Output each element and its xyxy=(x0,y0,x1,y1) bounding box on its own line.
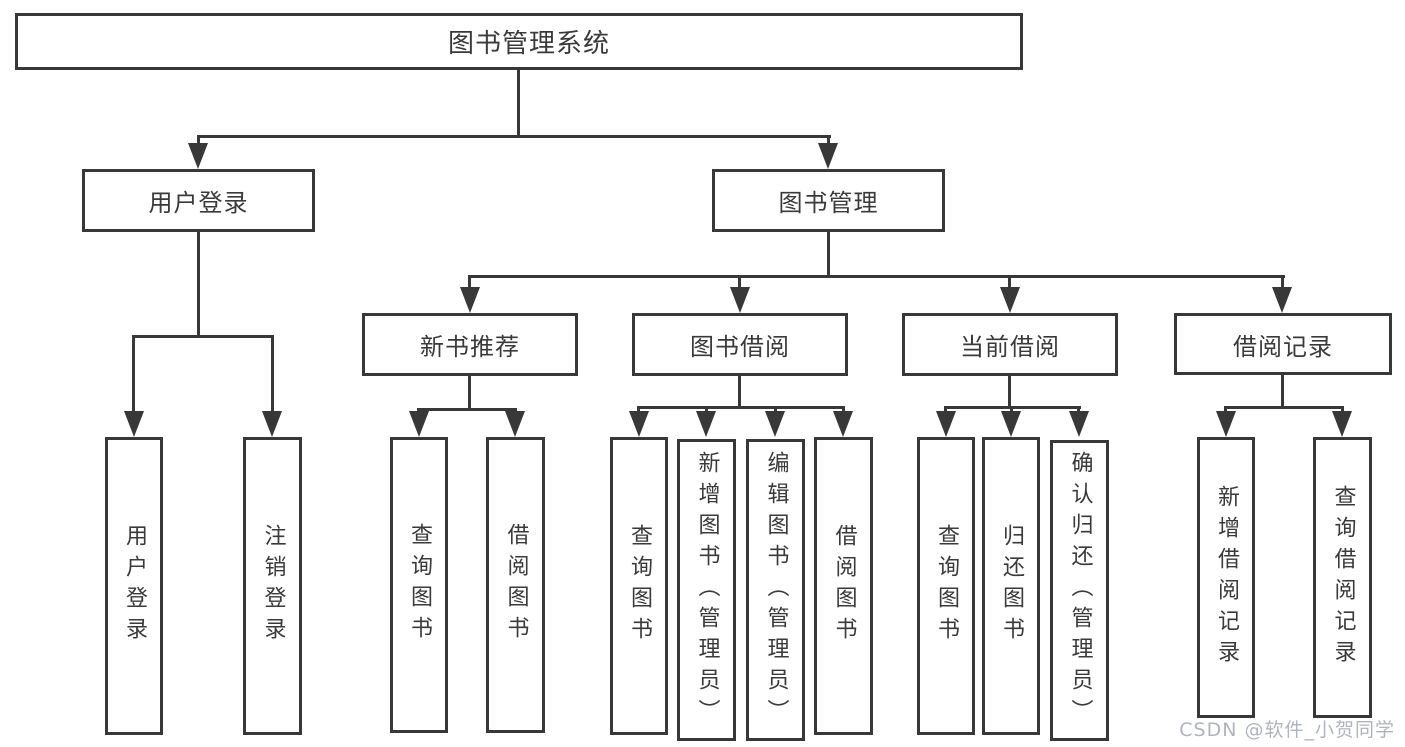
arrow-down-icon xyxy=(262,411,282,437)
leaf-add-books-admin-label: 新增图书（管理员） xyxy=(694,450,720,730)
connector-drop-line xyxy=(637,406,640,414)
csdn-watermark: CSDN @软件_小贺同学 xyxy=(1179,719,1395,741)
arrow-down-icon xyxy=(1001,411,1021,437)
arrow-down-icon xyxy=(936,411,956,437)
connector-borrow-records-stem xyxy=(1281,375,1284,406)
arrow-down-icon xyxy=(188,143,208,169)
leaf-return-books-label: 归还图书 xyxy=(999,524,1024,648)
connector-drop-line xyxy=(271,335,274,413)
arrow-down-icon xyxy=(124,411,144,437)
leaf-query-books-3-label: 查询图书 xyxy=(934,524,959,648)
arrow-down-icon xyxy=(730,287,750,313)
connector-drop-line xyxy=(468,275,471,289)
leaf-query-books-1: 查询图书 xyxy=(390,437,448,733)
leaf-logout-label: 注销登录 xyxy=(260,524,286,648)
leaf-edit-books-admin: 编辑图书（管理员） xyxy=(746,439,805,741)
leaf-add-books-admin: 新增图书（管理员） xyxy=(677,439,736,741)
connector-drop-line xyxy=(1224,406,1227,414)
connector-drop-line xyxy=(738,275,741,289)
arrow-down-icon xyxy=(629,411,649,437)
node-borrow-records-label: 借阅记录 xyxy=(1233,332,1333,361)
leaf-borrow-books-2-label: 借阅图书 xyxy=(831,524,857,648)
node-book-borrow: 图书借阅 xyxy=(632,313,848,376)
leaf-add-borrow-record-label: 新增借阅记录 xyxy=(1214,484,1239,671)
connector-drop-line xyxy=(1010,406,1013,414)
leaf-add-borrow-record: 新增借阅记录 xyxy=(1197,437,1255,718)
connector-drop-line xyxy=(1008,275,1011,289)
leaf-borrow-books-1: 借阅图书 xyxy=(486,437,545,733)
arrow-down-icon xyxy=(505,411,525,437)
arrow-down-icon xyxy=(1000,287,1020,313)
connector-drop-line xyxy=(774,406,777,414)
connector-drop-line xyxy=(1077,406,1080,414)
arrow-down-icon xyxy=(409,411,429,437)
connector-root-split xyxy=(197,135,831,138)
node-user-login: 用户登录 xyxy=(82,169,315,232)
connector-root-stem xyxy=(517,69,520,138)
connector-user-login-stem xyxy=(197,232,200,338)
arrow-down-icon xyxy=(1069,411,1089,437)
connector-book-mgmt-stem xyxy=(827,232,830,278)
arrow-down-icon xyxy=(1216,411,1236,437)
node-user-login-label: 用户登录 xyxy=(148,189,249,217)
node-book-borrow-label: 图书借阅 xyxy=(690,333,790,361)
connector-drop-line xyxy=(705,406,708,414)
node-book-management-label: 图书管理 xyxy=(778,189,879,217)
arrow-down-icon xyxy=(460,287,480,313)
leaf-query-books-2-label: 查询图书 xyxy=(627,524,652,648)
arrow-down-icon xyxy=(833,411,853,437)
connector-new-books-stem xyxy=(468,376,471,408)
leaf-user-login-label: 用户登录 xyxy=(122,524,147,648)
node-book-management: 图书管理 xyxy=(712,169,945,232)
connector-drop-line xyxy=(132,335,135,413)
leaf-query-books-1-label: 查询图书 xyxy=(407,523,432,647)
arrow-down-icon xyxy=(696,411,716,437)
leaf-borrow-books-1-label: 借阅图书 xyxy=(503,523,529,647)
connector-drop-line xyxy=(944,406,947,414)
node-root-label: 图书管理系统 xyxy=(447,29,610,59)
node-new-book-recommend-label: 新书推荐 xyxy=(420,333,520,361)
leaf-confirm-return-admin: 确认归还（管理员） xyxy=(1050,440,1109,741)
connector-drop-line xyxy=(842,406,845,414)
node-root: 图书管理系统 xyxy=(15,13,1023,70)
leaf-query-borrow-record: 查询借阅记录 xyxy=(1313,437,1372,718)
arrow-down-icon xyxy=(1332,411,1352,437)
connector-borrow-records-split xyxy=(1224,406,1344,409)
leaf-query-borrow-record-label: 查询借阅记录 xyxy=(1330,484,1356,671)
node-current-borrow: 当前借阅 xyxy=(902,313,1118,376)
leaf-confirm-return-admin-label: 确认归还（管理员） xyxy=(1067,451,1093,730)
leaf-return-books: 归还图书 xyxy=(982,437,1040,735)
leaf-user-login: 用户登录 xyxy=(105,437,163,735)
connector-user-login-split xyxy=(132,335,274,338)
leaf-borrow-books-2: 借阅图书 xyxy=(814,437,873,735)
connector-current-borrow-stem xyxy=(1008,376,1011,406)
arrow-down-icon xyxy=(765,411,785,437)
node-current-borrow-label: 当前借阅 xyxy=(960,333,1060,361)
connector-book-borrow-split xyxy=(637,406,845,409)
leaf-query-books-2: 查询图书 xyxy=(610,437,668,735)
connector-drop-line xyxy=(1341,406,1344,414)
connector-drop-line xyxy=(1281,275,1284,289)
connector-book-mgmt-split xyxy=(468,275,1285,278)
connector-drop-line xyxy=(197,135,200,145)
connector-book-borrow-stem xyxy=(738,376,741,406)
arrow-down-icon xyxy=(1272,287,1292,313)
leaf-edit-books-admin-label: 编辑图书（管理员） xyxy=(763,450,789,730)
connector-drop-line xyxy=(827,135,830,145)
arrow-down-icon xyxy=(818,143,838,169)
leaf-logout: 注销登录 xyxy=(243,437,302,735)
node-borrow-records: 借阅记录 xyxy=(1174,313,1392,375)
node-new-book-recommend: 新书推荐 xyxy=(362,313,578,376)
connector-new-books-split xyxy=(417,408,517,411)
leaf-query-books-3: 查询图书 xyxy=(917,437,975,735)
